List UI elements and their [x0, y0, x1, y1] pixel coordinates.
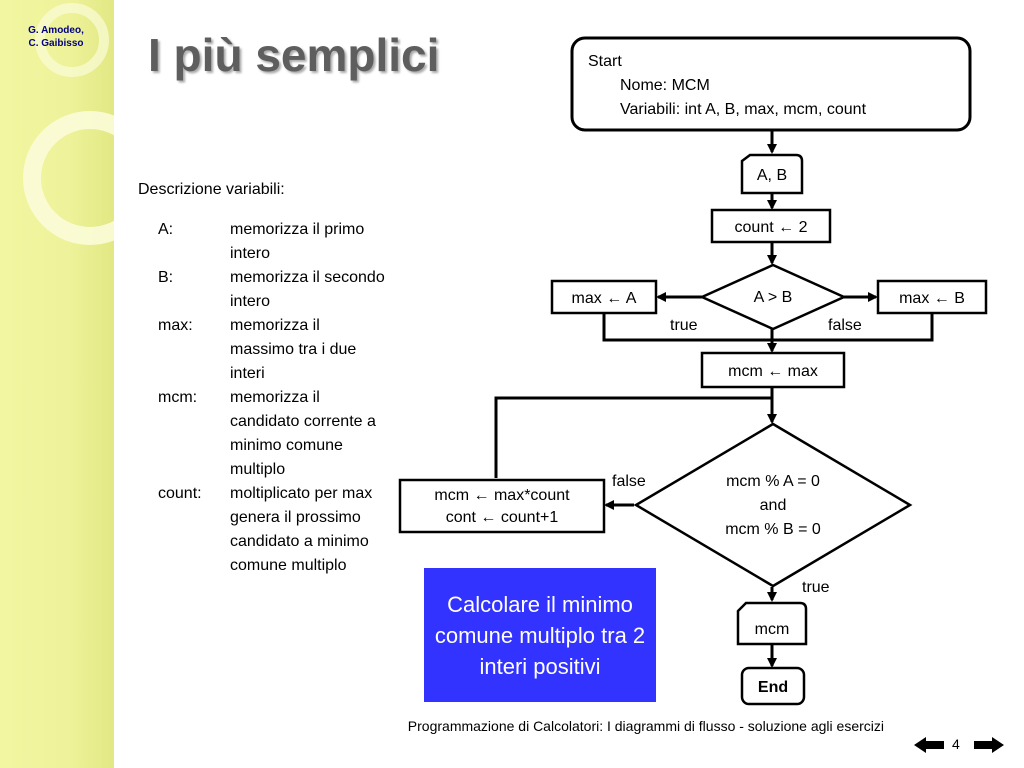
end-block — [740, 666, 806, 706]
loop-true-label: true — [802, 579, 830, 596]
output-block — [736, 601, 808, 646]
author-line-2: C. Gaibisso — [28, 38, 84, 49]
start-block — [570, 36, 972, 132]
variable-row: A: memorizza il primo intero — [158, 218, 388, 266]
variable-description: memorizza il massimo tra i due interi — [230, 317, 357, 382]
variable-row: count: moltiplicato per max genera il pr… — [158, 482, 388, 578]
variable-row: mcm: memorizza il candidato corrente a m… — [158, 386, 388, 482]
footer-text: Programmazione di Calcolatori: I diagram… — [407, 718, 884, 734]
end-label: End — [758, 679, 788, 696]
variable-name: B: — [158, 269, 174, 286]
condition-line-2: and — [760, 497, 787, 514]
input-label: A, B — [757, 167, 787, 184]
false-label: false — [828, 317, 862, 334]
variable-description: memorizza il secondo intero — [230, 269, 385, 310]
count-init-block — [710, 208, 832, 244]
max-a-label: max ← A — [572, 290, 637, 307]
mcm-assign-block — [700, 351, 846, 389]
variable-name: max: — [158, 317, 193, 334]
variable-row: B: memorizza il secondo intero — [158, 266, 388, 314]
variable-description: moltiplicato per max genera il prossimo … — [230, 485, 373, 574]
decorative-sidebar — [0, 0, 114, 768]
sidebar-ring-decoration — [23, 3, 114, 245]
connector-merge — [602, 313, 934, 342]
variables-heading: Descrizione variabili: — [138, 181, 285, 198]
variable-row: max: memorizza il massimo tra i due inte… — [158, 314, 388, 386]
variable-description: memorizza il primo intero — [230, 221, 365, 262]
slide-title: I più semplici — [148, 29, 440, 81]
next-slide-arrow-icon[interactable] — [974, 737, 1004, 753]
condition-line-3: mcm % B = 0 — [725, 521, 821, 538]
max-b-block — [876, 279, 988, 315]
connector-loop-back — [494, 396, 772, 478]
condition-mcm-divisible — [633, 422, 913, 588]
mcm-assign-label: mcm ← max — [728, 363, 818, 380]
update-line-1: mcm ← max*count — [434, 487, 570, 504]
condition-a-gt-b — [698, 263, 848, 331]
loop-false-label: false — [612, 473, 646, 490]
task-callout: Calcolare il minimo comune multiplo tra … — [424, 568, 656, 702]
page-number: 4 — [952, 736, 960, 752]
variable-name: A: — [158, 221, 174, 238]
input-block — [740, 153, 804, 195]
flowchart-connectors — [494, 130, 934, 668]
author-credit: G. Amodeo, C. Gaibisso — [0, 24, 112, 50]
max-a-block — [550, 279, 658, 315]
true-label: true — [670, 317, 698, 334]
variables-declaration: Variabili: int A, B, max, mcm, count — [620, 101, 867, 118]
condition-a-gt-b-label: A > B — [754, 289, 793, 306]
previous-slide-arrow-icon[interactable] — [914, 737, 944, 753]
variable-name: count: — [158, 485, 202, 502]
program-name: Nome: MCM — [620, 77, 710, 94]
variable-description: memorizza il candidato corrente a minimo… — [230, 389, 376, 478]
condition-line-1: mcm % A = 0 — [726, 473, 820, 490]
variable-name: mcm: — [158, 389, 198, 406]
update-block — [398, 478, 606, 534]
count-init-label: count ← 2 — [735, 219, 808, 236]
variables-list: A: memorizza il primo intero B: memorizz… — [158, 218, 388, 578]
task-callout-text: Calcolare il minimo comune multiplo tra … — [434, 591, 646, 679]
start-label: Start — [588, 53, 622, 70]
max-b-label: max ← B — [899, 290, 965, 307]
output-label: mcm — [755, 621, 790, 638]
update-line-2: cont ← count+1 — [446, 509, 559, 526]
author-line-1: G. Amodeo, — [28, 25, 84, 36]
